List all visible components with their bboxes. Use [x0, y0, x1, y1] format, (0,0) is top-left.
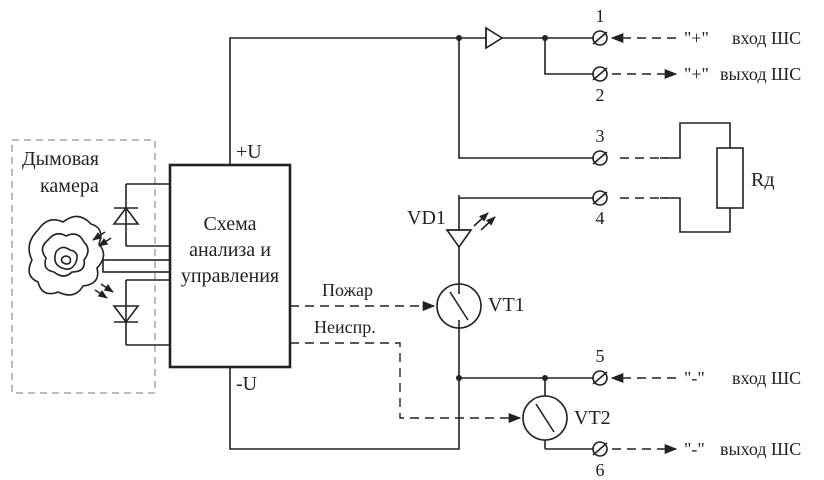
emitter-led-icon: [112, 183, 170, 247]
minus-in-sign: "-": [684, 368, 705, 388]
fault-signal-label: Неиспр.: [314, 317, 376, 337]
vd1-label: VD1: [407, 207, 446, 229]
minus-out-sign: "-": [684, 439, 705, 459]
plus-in-sign: "+": [684, 28, 709, 48]
fault-signal-line: [290, 342, 522, 424]
vt2-switch-icon: [522, 395, 568, 441]
vt2-label: VT2: [574, 407, 611, 429]
unit-label-line2: анализа и: [189, 239, 271, 261]
minus-in-label: вход ШС: [732, 368, 801, 388]
minus-out-label: выход ШС: [720, 439, 801, 459]
emission-arrows-lower: [94, 283, 114, 299]
terminal-number: 2: [596, 85, 605, 105]
terminal-number: 3: [596, 126, 605, 146]
terminal2-wire: [544, 38, 594, 75]
terminal-2[interactable]: [592, 66, 608, 82]
terminal-6[interactable]: [592, 441, 608, 457]
plus-out-sign: "+": [684, 64, 709, 84]
terminal-number: 4: [596, 208, 605, 228]
resistor-rd: [620, 122, 744, 233]
vt1-switch-icon: [436, 283, 482, 378]
smoke-cloud-icon: [28, 215, 105, 296]
terminal-4[interactable]: [592, 190, 608, 206]
chamber-label-line1: Дымовая: [22, 148, 99, 170]
chamber-connector: [102, 259, 176, 273]
resistor-label: Rд: [751, 169, 775, 191]
unit-label-line3: управления: [181, 265, 279, 287]
negative-rail: [229, 367, 460, 450]
photodiode-icon: [112, 279, 170, 346]
terminal-3[interactable]: [592, 150, 608, 166]
terminal-number: 5: [596, 346, 605, 366]
vt1-label: VT1: [488, 294, 525, 316]
emission-arrows-upper: [92, 231, 112, 247]
positive-rail: [229, 37, 486, 165]
unit-label-line1: Схема: [203, 213, 256, 235]
plus-out-label: выход ШС: [720, 64, 801, 84]
plus-in-label: вход ШС: [732, 28, 801, 48]
plus-supply-label: +U: [236, 141, 262, 163]
terminal-1[interactable]: [592, 30, 608, 46]
terminal-number: 1: [596, 6, 605, 26]
chamber-label-line2: камера: [40, 175, 99, 197]
vd1-led-icon: [445, 195, 594, 284]
smoke-chamber-outline: [11, 139, 156, 394]
minus-supply-label: -U: [236, 373, 258, 395]
terminal-number: 6: [596, 460, 605, 480]
fire-signal-label: Пожар: [322, 280, 373, 300]
series-diode-icon: [485, 26, 504, 50]
terminal-5[interactable]: [592, 370, 608, 386]
terminal3-wire: [458, 38, 594, 159]
